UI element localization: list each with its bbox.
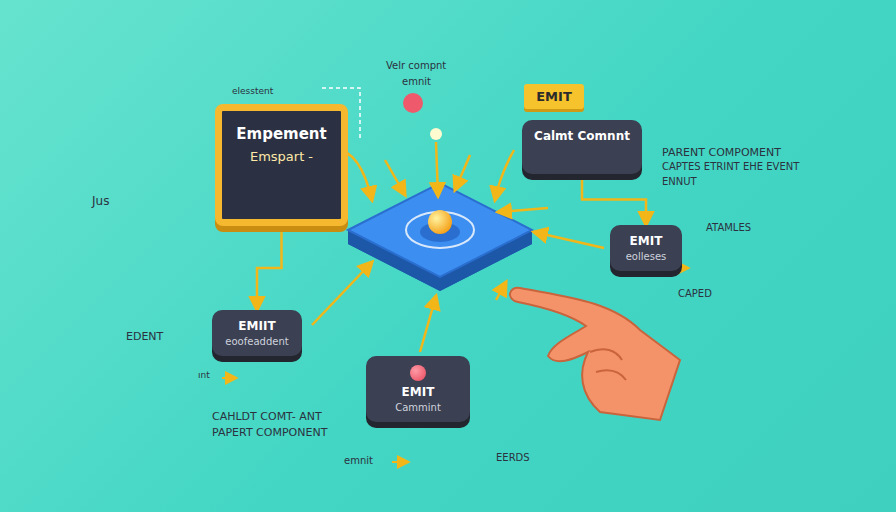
code-screen: EmpementEmspart - bbox=[215, 104, 348, 226]
note-label: PAPERT COMPONENT bbox=[212, 426, 327, 439]
node-title: EMIIT bbox=[224, 319, 290, 333]
side-label: EDENT bbox=[126, 330, 163, 343]
note-label: Velr compnt bbox=[386, 60, 446, 71]
side-label: Jus bbox=[92, 194, 109, 208]
node-title: EMIT bbox=[622, 234, 670, 248]
side-label: CAPED bbox=[678, 288, 712, 299]
emit-box: EMIT Cammint bbox=[366, 356, 470, 422]
note-label: PARENT COMPOMENT bbox=[662, 146, 781, 159]
connector bbox=[257, 226, 282, 310]
node-title: EMIT bbox=[378, 385, 458, 399]
side-label: ATAMLES bbox=[706, 222, 751, 233]
note-label: CAHLDT COMT- ANT bbox=[212, 410, 322, 423]
node-body: eoofeaddent bbox=[224, 336, 290, 347]
emit-box: EMIT eolleses bbox=[610, 225, 682, 271]
small-arrow bbox=[392, 461, 408, 463]
node-body: Cammint bbox=[378, 402, 458, 413]
note-label: ENNUT bbox=[662, 176, 697, 187]
node-title: Empement bbox=[236, 125, 327, 143]
center-platform bbox=[348, 183, 532, 291]
note-label: emnit bbox=[344, 455, 373, 466]
node-body: Emspart - bbox=[236, 149, 327, 164]
emit-box: EMIIT eoofeaddent bbox=[212, 310, 302, 356]
node-title: EMIT bbox=[536, 89, 572, 104]
hand bbox=[510, 288, 680, 420]
note-label: elesstent bbox=[232, 86, 273, 96]
note-label: ınt bbox=[198, 370, 210, 380]
pink-ball bbox=[403, 93, 423, 113]
red-ball bbox=[410, 365, 426, 381]
connector bbox=[582, 174, 646, 225]
small-arrow bbox=[222, 377, 236, 379]
glow-dot bbox=[430, 128, 442, 140]
node-title: Calmt Comnnt bbox=[534, 129, 630, 143]
child-component-box: Calmt Comnnt bbox=[522, 120, 642, 174]
note-label: EERDS bbox=[496, 452, 530, 463]
note-label: CAPTES ETRINT EHE EVENT bbox=[662, 161, 799, 172]
node-body: eolleses bbox=[622, 251, 670, 262]
note-label: emnit bbox=[402, 76, 431, 87]
emit-flag: EMIT bbox=[524, 84, 584, 109]
